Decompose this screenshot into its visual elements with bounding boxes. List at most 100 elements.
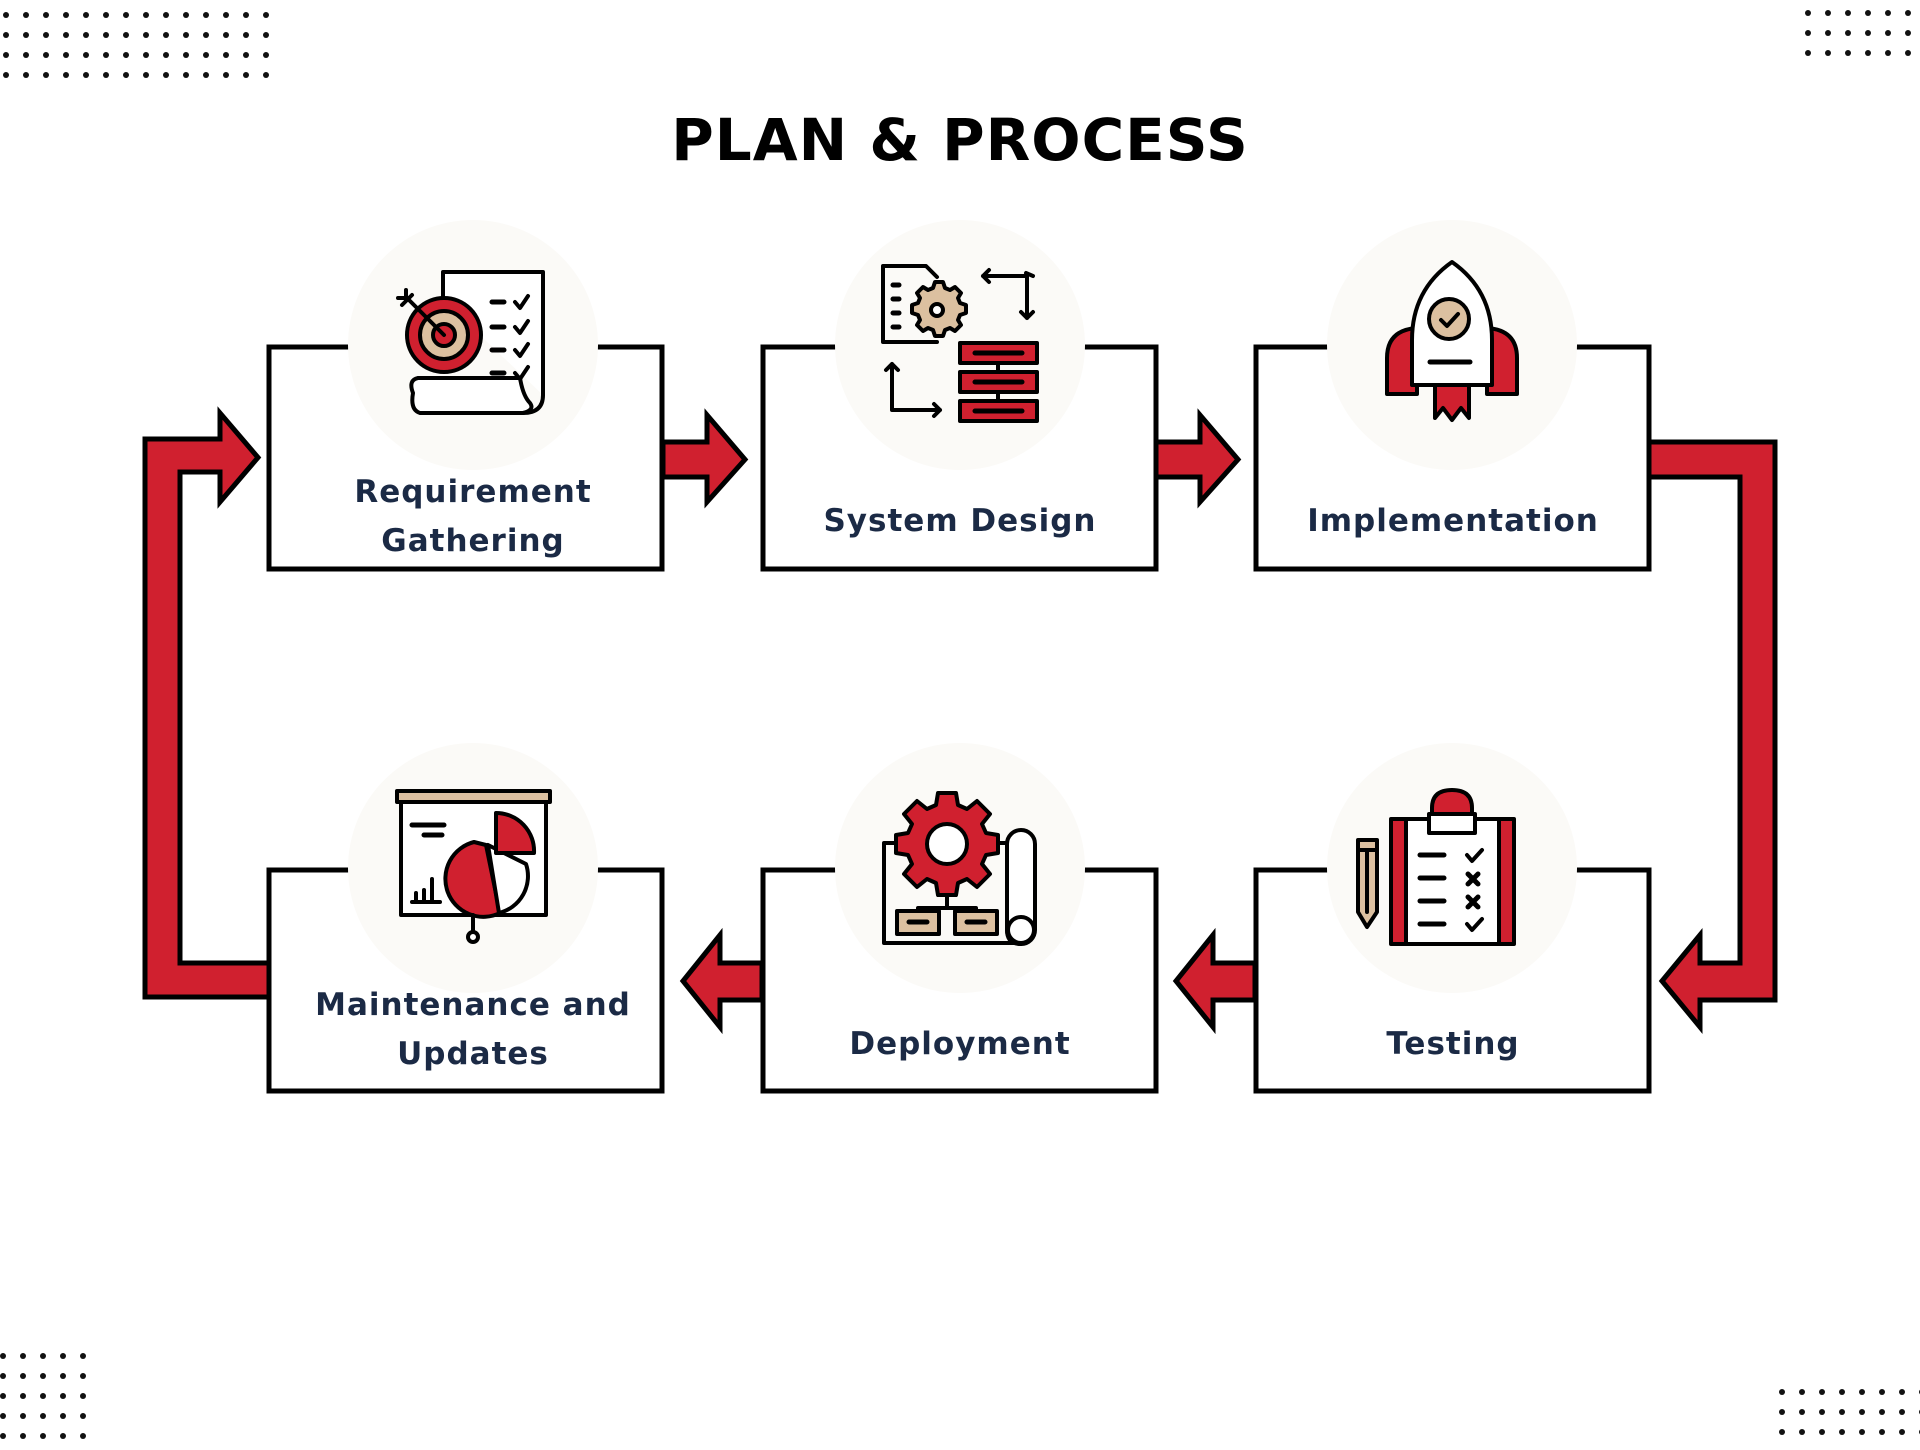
dot — [77, 1350, 97, 1370]
dot — [1856, 1426, 1876, 1446]
dot — [57, 1410, 77, 1430]
dot — [260, 9, 280, 29]
dot — [57, 1370, 77, 1390]
dot — [1802, 47, 1822, 67]
dot — [1776, 1386, 1796, 1406]
dot — [220, 9, 240, 29]
dot-pattern-top-left — [0, 9, 280, 89]
dot — [40, 9, 60, 29]
dot — [1876, 1386, 1896, 1406]
dot — [160, 69, 180, 89]
dot — [1776, 1426, 1796, 1446]
dot — [20, 69, 40, 89]
dot — [1836, 1386, 1856, 1406]
dot — [180, 49, 200, 69]
dot — [200, 69, 220, 89]
dot — [1796, 1406, 1816, 1426]
dot — [77, 1430, 97, 1450]
dot — [37, 1390, 57, 1410]
arrow-testing-to-deployment — [1172, 927, 1258, 1035]
dot — [17, 1350, 37, 1370]
step-label-maintenance: Maintenance and Updates — [276, 981, 670, 1079]
dot — [1796, 1386, 1816, 1406]
dot — [80, 9, 100, 29]
dot — [200, 49, 220, 69]
label-line: Maintenance and — [315, 987, 631, 1023]
dot — [17, 1410, 37, 1430]
dot — [1836, 1426, 1856, 1446]
dot — [1856, 1406, 1876, 1426]
dot — [1836, 1406, 1856, 1426]
dot — [17, 1390, 37, 1410]
dot — [1802, 27, 1822, 47]
dot — [1862, 27, 1882, 47]
dot-pattern-top-right — [1802, 7, 1920, 67]
dot — [1882, 27, 1902, 47]
dot — [0, 9, 20, 29]
dot — [100, 49, 120, 69]
dot — [1822, 27, 1842, 47]
label-line: Updates — [397, 1036, 549, 1072]
dot — [200, 9, 220, 29]
dot — [1862, 47, 1882, 67]
dot — [1902, 47, 1920, 67]
dot — [80, 49, 100, 69]
system-design-gear-icon — [881, 264, 1039, 423]
connectors — [142, 406, 1778, 1035]
dot — [17, 1370, 37, 1390]
dot — [1882, 7, 1902, 27]
dot — [240, 9, 260, 29]
dot — [57, 1430, 77, 1450]
dot — [0, 29, 20, 49]
dot — [77, 1410, 97, 1430]
dot — [240, 29, 260, 49]
dot — [0, 69, 20, 89]
dot — [1876, 1406, 1896, 1426]
dot — [1776, 1406, 1796, 1426]
dot — [1816, 1406, 1836, 1426]
dot — [1816, 1386, 1836, 1406]
step-label-requirement-gathering: Requirement Gathering — [276, 468, 670, 566]
dot — [60, 29, 80, 49]
dot — [1896, 1426, 1916, 1446]
arrow-deployment-to-maintenance — [679, 927, 765, 1035]
label-line: Gathering — [381, 523, 565, 559]
dot — [1902, 7, 1920, 27]
dot — [1822, 7, 1842, 27]
dot — [260, 29, 280, 49]
dot — [1862, 7, 1882, 27]
dot — [220, 49, 240, 69]
dot-pattern-bottom-left — [0, 1350, 97, 1450]
dot — [1882, 47, 1902, 67]
dot — [240, 49, 260, 69]
dot — [180, 69, 200, 89]
label-line: Requirement — [354, 474, 592, 510]
dot — [160, 9, 180, 29]
dot — [60, 49, 80, 69]
dot — [1842, 27, 1862, 47]
rocket-icon — [1385, 260, 1519, 422]
dot — [140, 29, 160, 49]
dot — [20, 29, 40, 49]
step-label-implementation: Implementation — [1256, 497, 1650, 546]
dot — [37, 1350, 57, 1370]
dot — [120, 9, 140, 29]
dot — [20, 9, 40, 29]
dot — [37, 1430, 57, 1450]
dot — [57, 1390, 77, 1410]
dot — [1822, 47, 1842, 67]
label-line: Deployment — [849, 1026, 1071, 1062]
step-label-deployment: Deployment — [763, 1020, 1157, 1069]
dot — [1856, 1386, 1876, 1406]
dot — [20, 49, 40, 69]
dot — [1816, 1426, 1836, 1446]
dot — [0, 1430, 17, 1450]
blueprint-gear-icon — [882, 791, 1037, 946]
dot — [1876, 1426, 1896, 1446]
dot — [57, 1350, 77, 1370]
connector-maintenance-to-requirement — [142, 406, 272, 1000]
arrow-requirement-to-design — [660, 408, 749, 509]
dot — [0, 1370, 17, 1390]
dot — [180, 29, 200, 49]
dot — [77, 1370, 97, 1390]
